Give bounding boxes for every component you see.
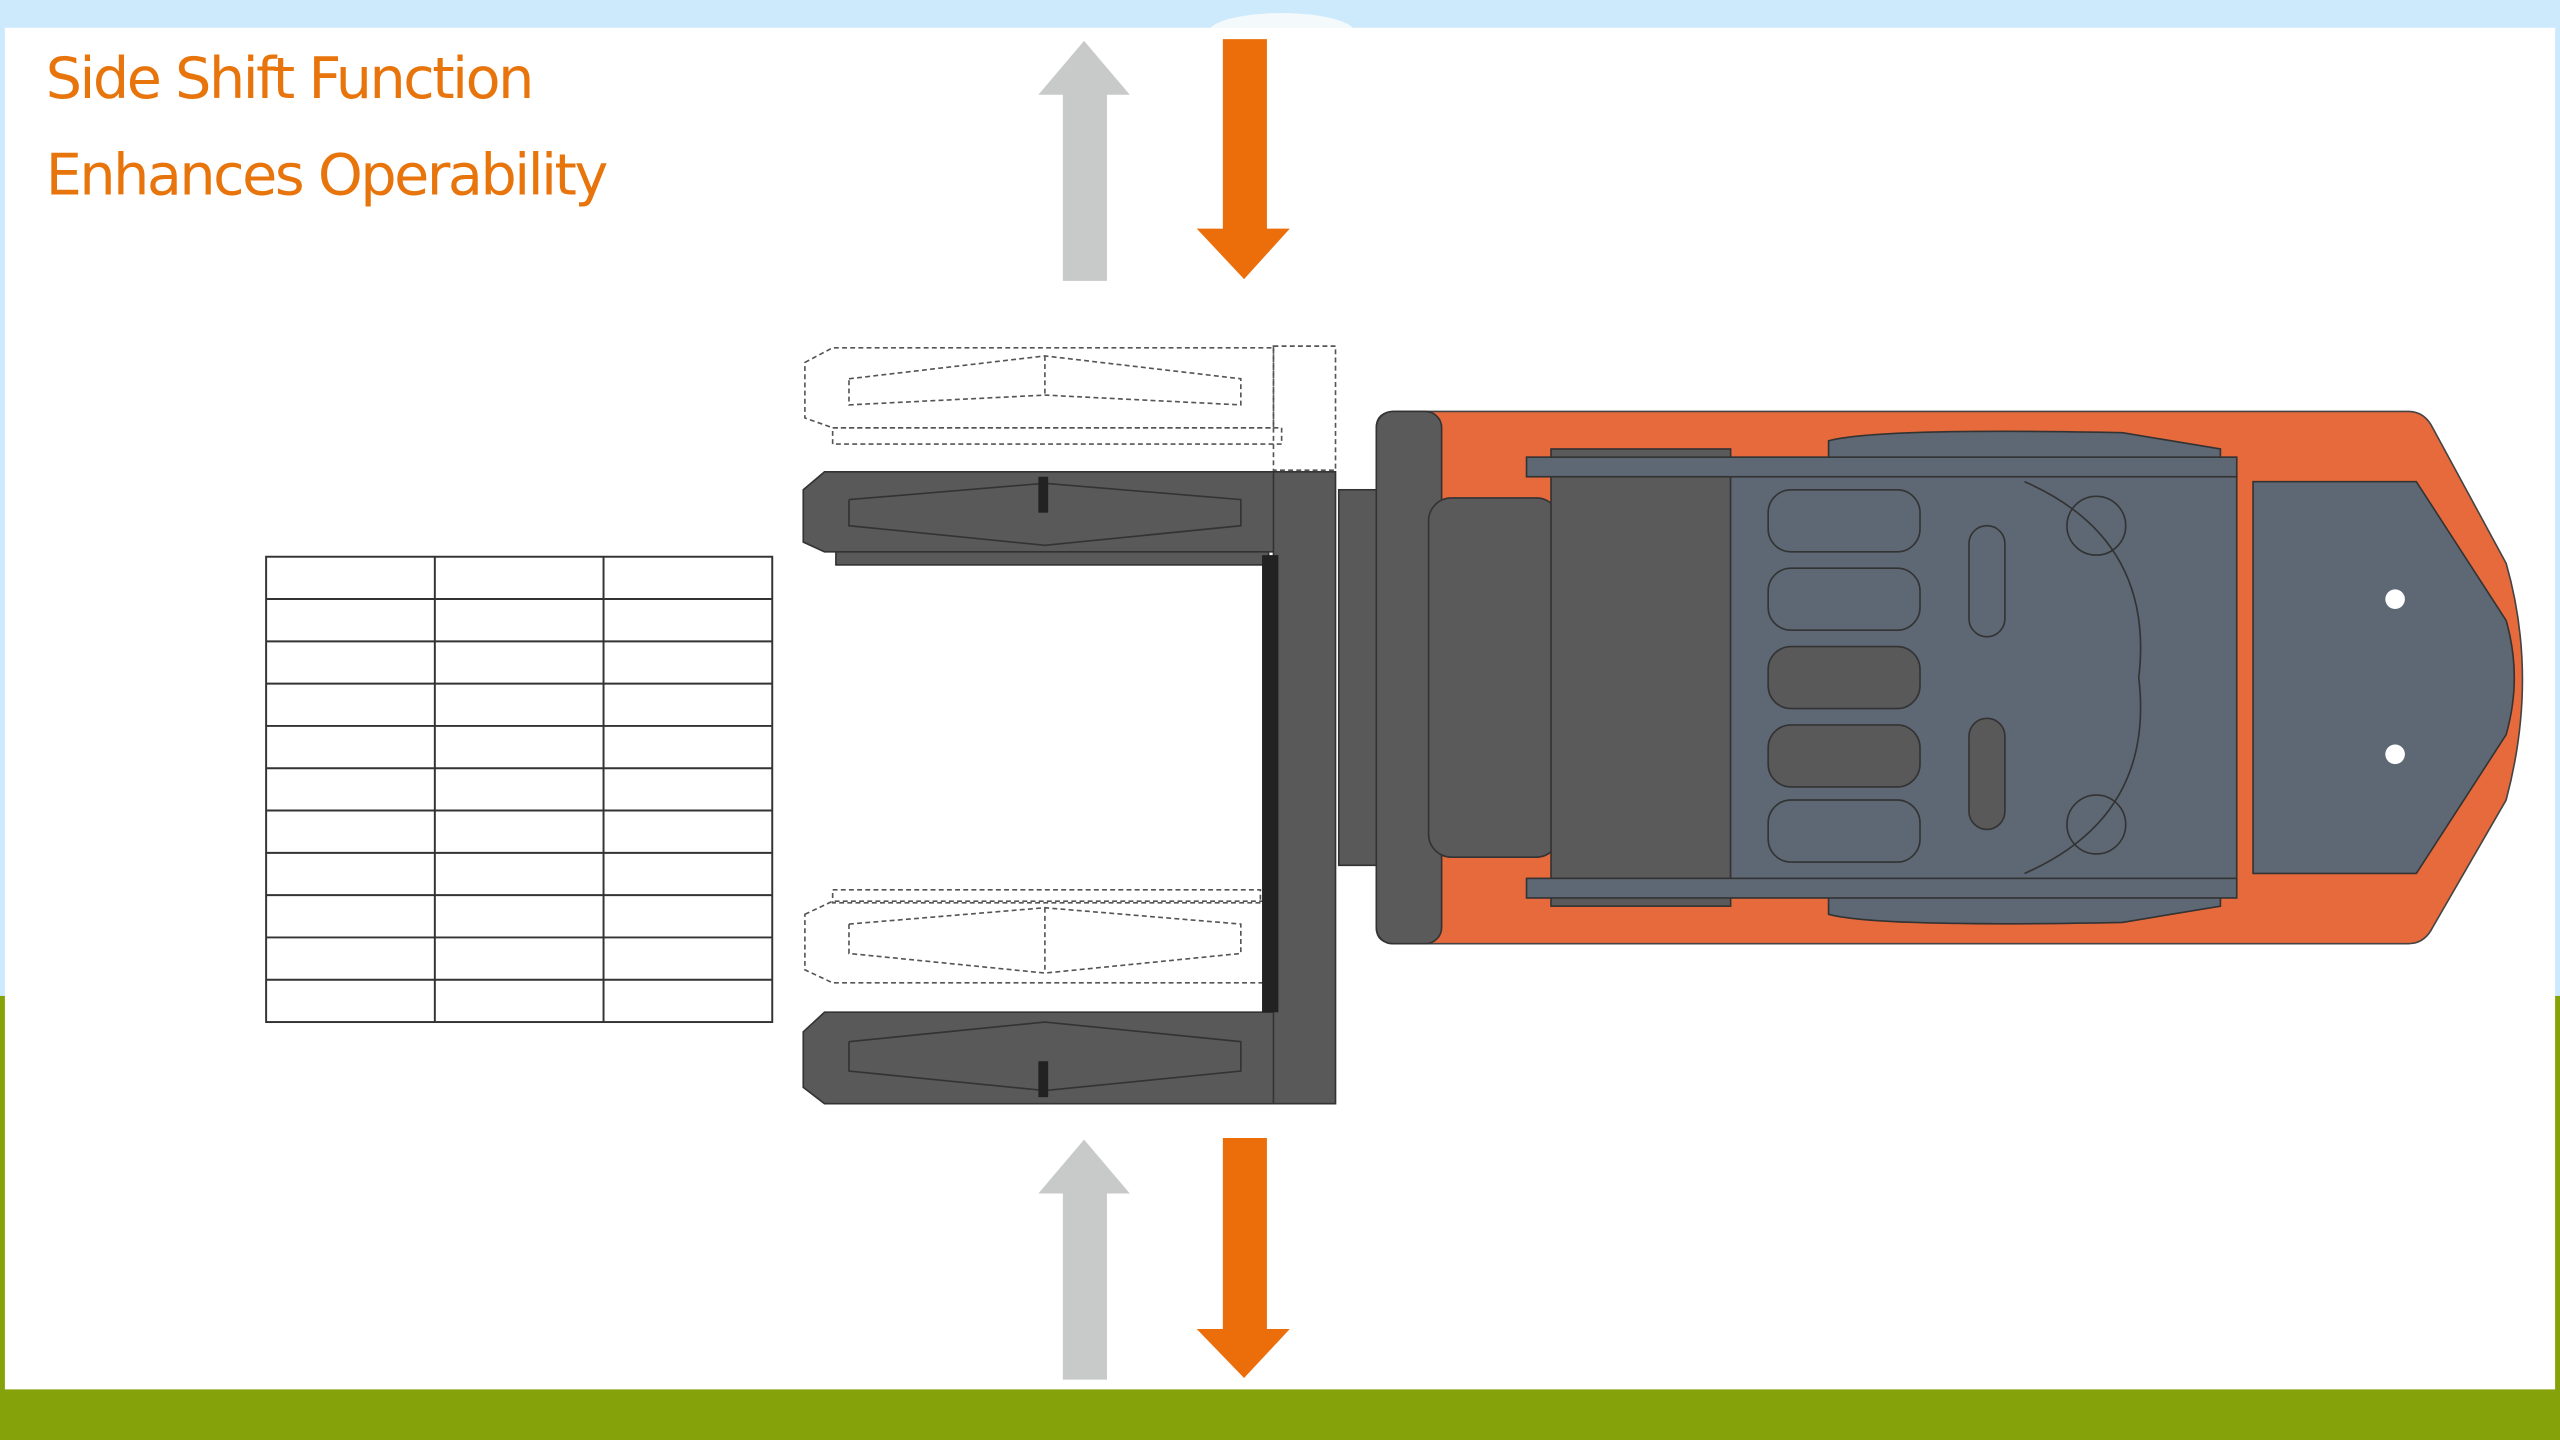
arrow-up-icon — [1038, 1139, 1130, 1380]
forklift-body — [1337, 410, 2524, 945]
fork-bottom — [802, 1011, 1278, 1105]
fork-carriage — [1272, 471, 1337, 1105]
title-line-1: Side Shift Function — [46, 46, 532, 112]
arrow-down-icon — [1196, 39, 1290, 280]
shifted-fork-outline-bottom — [804, 888, 1267, 984]
arrow-down-icon — [1196, 1137, 1290, 1378]
title-line-2: Enhances Operability — [46, 142, 608, 208]
pallet-outline — [265, 555, 774, 1024]
fork-top — [802, 471, 1278, 566]
side-shifter-bar — [1262, 555, 1279, 1013]
pallet-load — [265, 555, 774, 1024]
arrow-up-icon — [1038, 40, 1130, 281]
